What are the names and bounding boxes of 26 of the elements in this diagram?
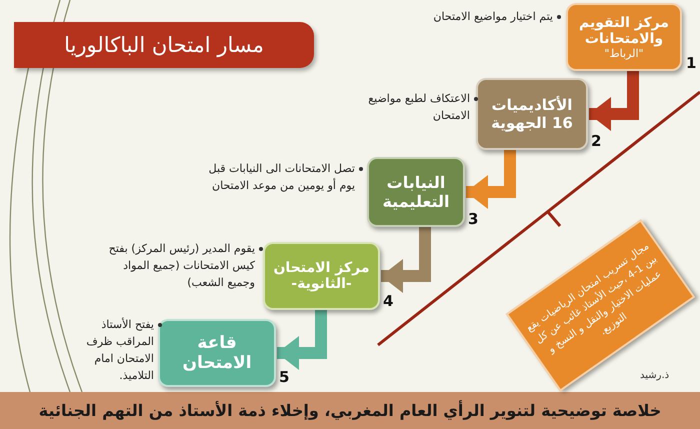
arrow (381, 227, 431, 293)
process-box (476, 78, 588, 150)
bullet-text: يتم اختيار مواضيع الامتحان (432, 9, 553, 25)
process-box (263, 242, 380, 310)
step-number: 4 (383, 292, 394, 310)
bullet-text: يفتح الأستاذ المراقب ظرف الامتحان امام التلاميذ. (85, 316, 154, 384)
bullet-text: الاعتكاف لطبع مواضيع الامتحان (367, 91, 470, 124)
process-box (367, 157, 465, 227)
step-number: 1 (686, 54, 696, 72)
step-number: 2 (591, 132, 602, 150)
process-box (158, 319, 276, 387)
node-text: مجال تسريب امتحان الرياضيات يقع بين 1-4 ،حيث الأستاذ غائب عن كل عمليات الاختيار والنقل و النسخ و التوزيع. (523, 239, 664, 357)
node-text: النيابات التعليمية (381, 173, 451, 211)
node-text: قاعة الامتحان (181, 333, 253, 373)
bullet-text: تصل الامتحانات الى النيابات قبل يوم أو يومين من موعد الامتحان (208, 161, 355, 194)
node-text: الأكاديميات 16 الجهوية (490, 96, 574, 132)
step-number: 3 (468, 210, 478, 228)
caption-bar: خلاصة توضيحية لتنوير الرأي العام المغربي، وإخلاء ذمة الأستاذ من التهم الجنائية (0, 392, 700, 429)
node-text: مركز الامتحان -الثانوية- (272, 260, 370, 292)
bullet-text: يقوم المدير (رئيس المركز) بفتح كيس الامتحانات (جميع المواد وجميع الشعب) (108, 241, 255, 292)
node-text: "الرباط" (604, 46, 644, 60)
signature-text: ذ.رشيد (640, 370, 670, 381)
title-banner: مسار امتحان الباكالوريا (14, 22, 314, 68)
process-box (566, 3, 682, 71)
step-number: 5 (279, 368, 290, 386)
node-text: مركز التقويم والامتحانات (578, 14, 670, 46)
